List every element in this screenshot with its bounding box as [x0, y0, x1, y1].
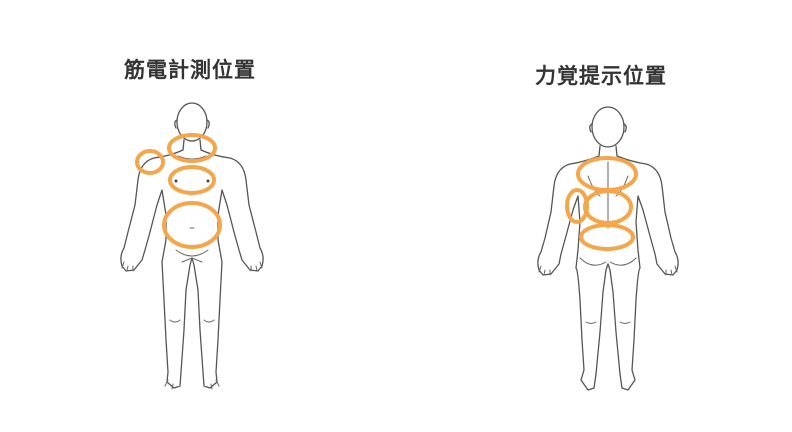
haptic-positions-title: 力覚提示位置 [535, 64, 667, 88]
haptic-marker-upper-back [576, 156, 638, 192]
haptic-marker-hips [579, 223, 635, 251]
emg-marker-upper-arm [135, 149, 165, 175]
emg-marker-upper-chest [167, 133, 217, 163]
emg-marker-abdomen [162, 201, 222, 249]
haptic-marker-lower-back [583, 189, 633, 225]
emg-marker-lower-chest [168, 165, 216, 195]
emg-positions-title: 筋電計測位置 [124, 58, 256, 82]
